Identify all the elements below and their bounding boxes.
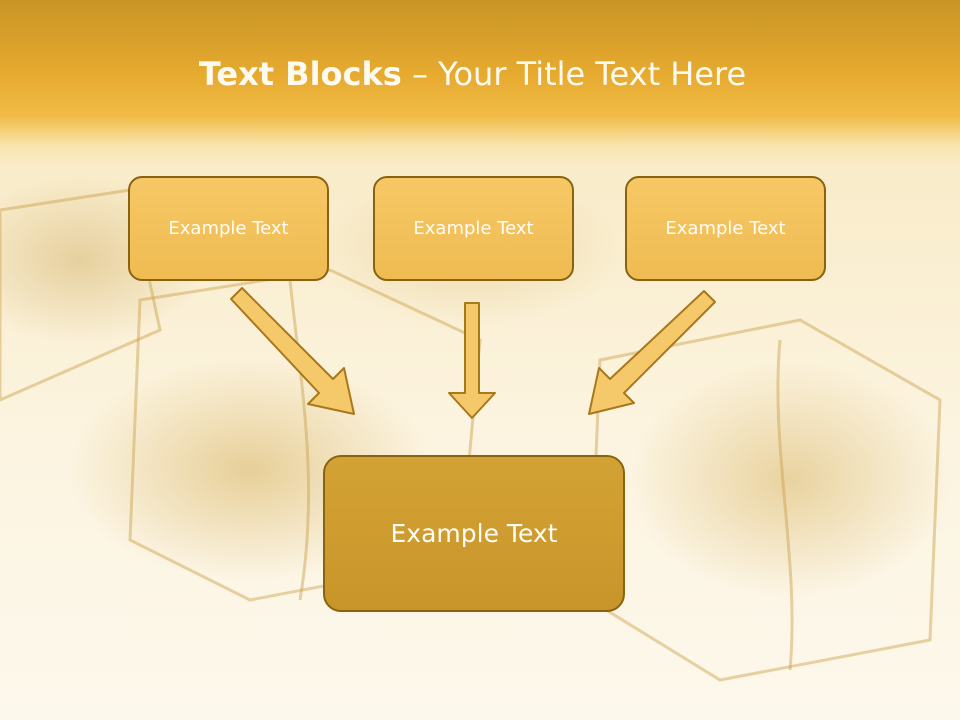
gift-box-right-ribbon	[776, 339, 794, 671]
arrow-right	[588, 290, 716, 415]
arrow-center	[448, 302, 496, 419]
text-block-2[interactable]: Example Text	[373, 176, 574, 281]
gift-box-back-outline	[0, 188, 162, 402]
text-block-3[interactable]: Example Text	[625, 176, 826, 281]
title-bar	[0, 0, 960, 165]
text-block-main[interactable]: Example Text	[323, 455, 625, 612]
text-block-1[interactable]: Example Text	[128, 176, 329, 281]
title-rest: – Your Title Text Here	[401, 55, 747, 93]
gift-box-left-ribbon	[288, 279, 311, 601]
arrow-left	[230, 287, 355, 415]
title-bold: Text Blocks	[198, 55, 402, 93]
slide-title: Text Blocks – Your Title Text Here	[0, 55, 945, 93]
